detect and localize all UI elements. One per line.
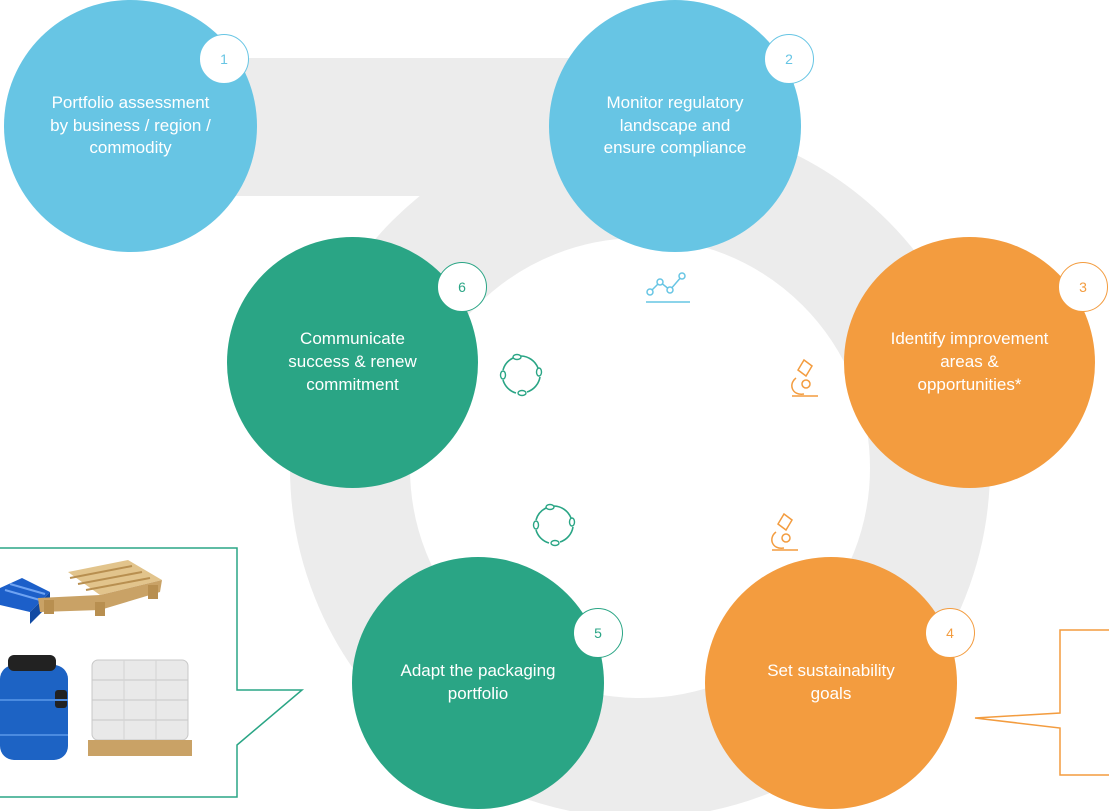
- step-2-label: Monitor regulatory landscape and ensure …: [603, 92, 747, 158]
- sacks-pallet-image: [88, 659, 192, 756]
- wooden-pallet-image: [38, 560, 162, 616]
- step-5-circle: Adapt the packaging portfolio: [352, 557, 604, 809]
- cycle-icon: [499, 353, 543, 397]
- step-3-number: 3: [1079, 279, 1087, 295]
- cycle-icon: [532, 503, 576, 547]
- step-6-number: 6: [458, 279, 466, 295]
- step-4-label: Set sustainability goals: [767, 661, 895, 703]
- step-6-badge: 6: [437, 262, 487, 312]
- step-5-label: Adapt the packaging portfolio: [400, 661, 556, 703]
- step-2-number: 2: [785, 51, 793, 67]
- step-1-badge: 1: [199, 34, 249, 84]
- empty-callout: [974, 629, 1109, 776]
- step-4-number: 4: [946, 625, 954, 641]
- step-3-circle: Identify improvement areas & opportuniti…: [844, 237, 1095, 488]
- blue-drum-image: [0, 655, 68, 760]
- step-1-number: 1: [220, 51, 228, 67]
- step-4-circle: Set sustainability goals: [705, 557, 957, 809]
- step-5-badge: 5: [573, 608, 623, 658]
- step-4-badge: 4: [925, 608, 975, 658]
- step-1-label: Portfolio assessment by business / regio…: [50, 92, 211, 158]
- microscope-icon: [771, 512, 798, 551]
- packaging-examples-callout: [0, 547, 305, 798]
- step-6-circle: Communicate success & renew commitment: [227, 237, 478, 488]
- line-chart-icon: [646, 272, 690, 303]
- step-5-number: 5: [594, 625, 602, 641]
- step-3-label: Identify improvement areas & opportuniti…: [890, 329, 1049, 394]
- step-3-badge: 3: [1058, 262, 1108, 312]
- step-2-circle: Monitor regulatory landscape and ensure …: [549, 0, 801, 252]
- microscope-icon: [791, 358, 818, 397]
- step-2-badge: 2: [764, 34, 814, 84]
- step-6-label: Communicate success & renew commitment: [288, 329, 417, 394]
